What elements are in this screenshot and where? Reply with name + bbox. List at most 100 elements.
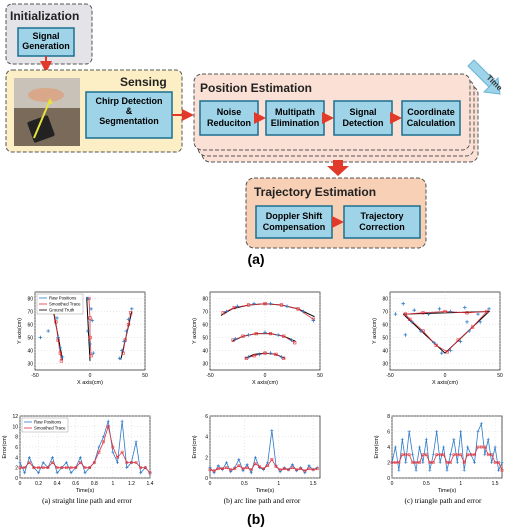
smoothed-trace-marker	[241, 334, 245, 338]
smoothed-trace-marker	[246, 303, 251, 307]
caption-b: (b) arc line path and error	[224, 496, 301, 505]
y-axis-label: Error(cm)	[2, 435, 8, 458]
raw-error-marker	[51, 455, 54, 459]
ground-truth-line	[86, 297, 91, 361]
y-tick-label: 40	[202, 349, 208, 355]
smoothed-error-marker	[18, 466, 22, 470]
raw-position-point	[432, 340, 436, 345]
smoothed-error-marker	[497, 461, 500, 464]
raw-error-marker	[400, 437, 404, 441]
y-tick-label: 50	[27, 336, 33, 342]
x-tick-label: 0.2	[35, 481, 42, 487]
trajectory-step-box	[255, 205, 333, 239]
x-tick-label: 1	[111, 481, 114, 487]
raw-error-marker	[83, 471, 87, 475]
y-tick-label: 2	[205, 455, 208, 461]
smoothed-trace-line	[52, 304, 62, 361]
raw-error-marker	[493, 445, 497, 449]
raw-error-marker	[428, 468, 432, 472]
smoothed-error-marker	[397, 461, 401, 464]
smoothed-trace-marker	[470, 325, 475, 329]
y-tick-label: 0	[387, 476, 390, 482]
raw-error-marker	[421, 461, 425, 464]
smoothed-error-marker	[74, 466, 78, 470]
raw-position-point	[86, 296, 90, 301]
x-axis-label: X axis(cm)	[77, 380, 103, 386]
y-tick-label: 12	[12, 414, 18, 420]
raw-position-point	[401, 301, 405, 306]
smoothed-error-line	[209, 458, 318, 472]
smoothed-error-marker	[476, 445, 480, 449]
smoothed-trace-marker	[121, 351, 125, 355]
raw-error-marker	[111, 450, 115, 454]
smoothed-trace-line	[223, 303, 314, 320]
y-tick-label: 80	[27, 297, 33, 303]
smoothed-trace-marker	[263, 351, 267, 355]
raw-error-marker	[307, 464, 311, 468]
trajectory-title: Trajectory Estimation	[254, 185, 376, 199]
smoothed-trace-marker	[244, 356, 248, 360]
smoothed-error-marker	[212, 469, 216, 473]
raw-error-marker	[483, 453, 487, 457]
smoothed-error-marker	[421, 453, 425, 457]
y-tick-label: 8	[15, 435, 18, 441]
raw-position-point	[448, 348, 453, 353]
smoothed-error-marker	[37, 466, 40, 470]
x-tick-label: 1	[277, 481, 280, 487]
smoothed-error-marker	[249, 468, 253, 472]
y-tick-label: 70	[202, 310, 208, 316]
y-tick-label: 40	[27, 349, 33, 355]
smoothed-trace-marker	[252, 354, 256, 358]
smoothed-error-marker	[134, 461, 138, 464]
raw-error-marker	[216, 464, 220, 468]
legend-label: Raw Positions	[34, 420, 61, 425]
smoothed-trace-marker	[58, 351, 62, 355]
trajectory-step-box	[343, 205, 421, 239]
y-tick-label: 50	[202, 336, 208, 342]
raw-position-point	[235, 304, 240, 309]
smoothed-error-marker	[88, 466, 91, 470]
sensing-title: Sensing	[120, 75, 167, 89]
smoothed-error-marker	[435, 453, 439, 457]
x-axis-label: Time(s)	[256, 488, 275, 494]
raw-error-marker	[55, 471, 59, 475]
smoothed-error-marker	[414, 461, 418, 464]
smoothed-error-marker	[46, 466, 50, 470]
smoothed-trace-marker	[296, 307, 300, 311]
raw-position-point	[124, 329, 129, 333]
raw-error-marker	[411, 453, 415, 457]
raw-error-marker	[266, 461, 270, 464]
smoothed-error-marker	[106, 424, 110, 428]
smoothed-error-marker	[295, 468, 298, 472]
raw-position-point	[60, 355, 65, 359]
position-title: Position Estimation	[200, 81, 312, 95]
smoothed-error-marker	[407, 453, 411, 457]
smoothed-error-marker	[144, 466, 147, 470]
x-tick-label: 0	[444, 373, 447, 379]
raw-position-point	[246, 333, 251, 337]
y-tick-label: 10	[12, 424, 18, 430]
smoothed-error-marker	[445, 461, 449, 464]
smoothed-error-marker	[111, 445, 115, 449]
y-tick-label: 2	[387, 461, 390, 467]
x-tick-label: 50	[142, 373, 148, 379]
smoothed-error-marker	[266, 464, 270, 467]
raw-error-marker	[404, 461, 408, 464]
raw-error-marker	[18, 461, 22, 464]
smoothed-trace-line	[232, 333, 295, 344]
smoothed-error-marker	[102, 440, 105, 444]
raw-position-point	[268, 351, 273, 355]
smoothed-trace-marker	[485, 309, 489, 314]
raw-position-point	[257, 352, 262, 357]
raw-error-marker	[139, 471, 143, 475]
smoothed-trace-marker	[443, 309, 447, 314]
smoothed-error-marker	[469, 453, 473, 457]
raw-position-point	[90, 318, 94, 323]
